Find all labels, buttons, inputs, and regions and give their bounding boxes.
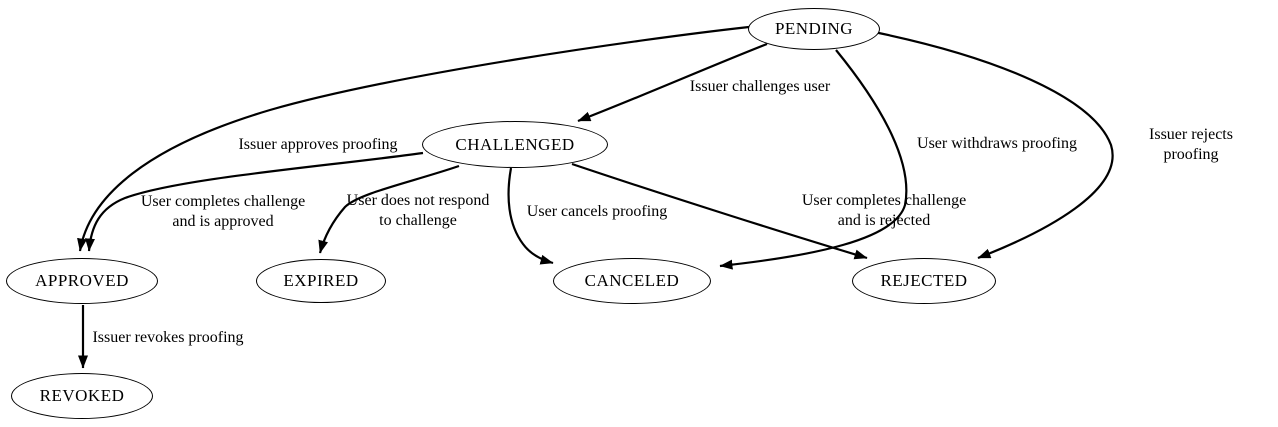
node-expired-label: EXPIRED [283, 271, 359, 290]
node-rejected: REJECTED [852, 258, 996, 304]
node-pending-label: PENDING [774, 19, 854, 38]
node-expired: EXPIRED [256, 259, 386, 303]
node-approved: APPROVED [6, 258, 158, 304]
node-revoked: REVOKED [11, 373, 153, 419]
node-rejected-label: REJECTED [880, 271, 968, 290]
edge-challenged-rejected [571, 162, 868, 260]
edge-challenged-expired [318, 164, 460, 254]
edge-pending-challenged [577, 42, 768, 123]
node-pending: PENDING [748, 8, 880, 50]
edge-pending-approved [77, 25, 750, 252]
edge-pending-canceled [719, 49, 908, 270]
edge-pending-rejected [873, 30, 1114, 260]
node-challenged: CHALLENGED [422, 121, 608, 168]
node-canceled-label: CANCELED [584, 271, 680, 290]
edge-challenged-canceled [507, 167, 554, 265]
edge-challenged-approved [85, 151, 424, 252]
node-canceled: CANCELED [553, 258, 711, 304]
node-challenged-label: CHALLENGED [455, 134, 575, 154]
node-approved-label: APPROVED [35, 271, 129, 290]
node-revoked-label: REVOKED [39, 386, 125, 405]
